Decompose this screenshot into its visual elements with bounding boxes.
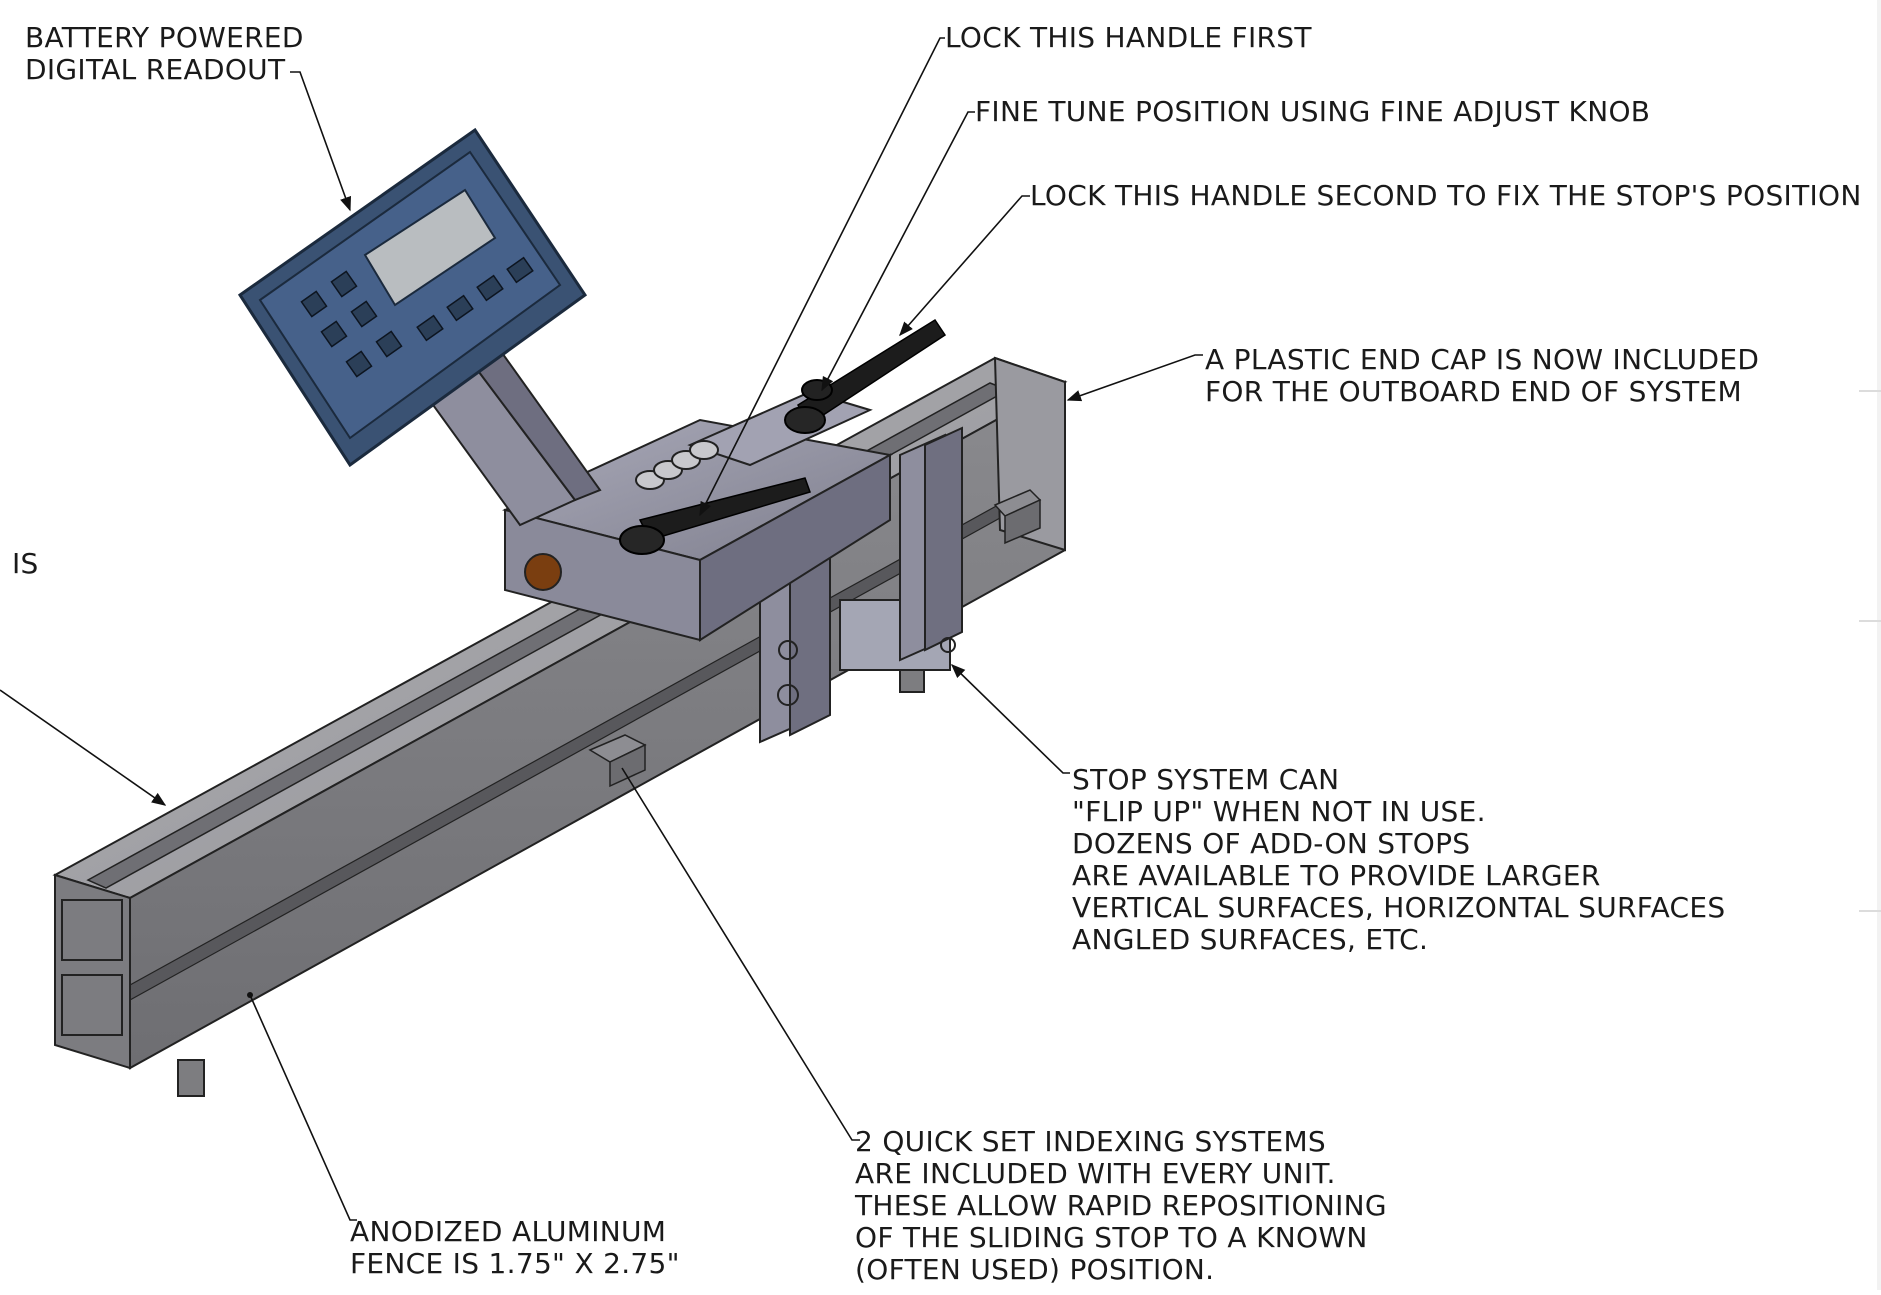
leader-lock-second — [899, 195, 1030, 337]
callout-lock-first: LOCK THIS HANDLE FIRST — [945, 22, 1312, 54]
callout-line: FENCE IS 1.75" X 2.75" — [350, 1247, 680, 1280]
clamp-handles — [619, 318, 947, 555]
callout-line: A PLASTIC END CAP IS NOW INCLUDED — [1205, 343, 1760, 376]
callout-line: ANGLED SURFACES, ETC. — [1072, 923, 1429, 956]
stop-block — [502, 390, 893, 642]
callout-digital-readout: BATTERY POWERED DIGITAL READOUT — [25, 22, 304, 86]
leader-dot-fence — [247, 992, 253, 998]
lcd-display — [363, 188, 497, 307]
callout-line: ARE INCLUDED WITH EVERY UNIT. — [855, 1157, 1336, 1190]
callout-line: 2 QUICK SET INDEXING SYSTEMS — [855, 1125, 1327, 1158]
callout-line: IS — [12, 547, 39, 580]
callout-line: BATTERY POWERED — [25, 21, 304, 54]
callout-line: STOP SYSTEM CAN — [1072, 763, 1340, 796]
sheet-border-right — [1877, 0, 1881, 1290]
leader-end-cap — [1066, 354, 1203, 402]
sheet-tick — [1859, 910, 1881, 912]
callout-line: LOCK THIS HANDLE FIRST — [945, 21, 1312, 54]
sheet-tick — [1859, 620, 1881, 622]
fine-adjust-knob-top — [801, 379, 833, 401]
callout-line: VERTICAL SURFACES, HORIZONTAL SURFACES — [1072, 891, 1726, 924]
callout-left-partial: IS — [12, 548, 39, 580]
callout-line: ARE AVAILABLE TO PROVIDE LARGER — [1072, 859, 1601, 892]
leader-fine-tune — [821, 111, 975, 392]
callout-line: ANODIZED ALUMINUM — [350, 1215, 667, 1248]
callout-line: OF THE SLIDING STOP TO A KNOWN — [855, 1221, 1368, 1254]
callout-line: DIGITAL READOUT — [25, 53, 286, 86]
leader-lines — [0, 37, 1203, 1221]
callout-line: (OFTEN USED) POSITION. — [855, 1253, 1215, 1286]
digital-readout — [237, 127, 588, 468]
callout-lock-second: LOCK THIS HANDLE SECOND TO FIX THE STOP'… — [1030, 180, 1862, 212]
leader-readout — [290, 71, 352, 212]
callout-line: FOR THE OUTBOARD END OF SYSTEM — [1205, 375, 1742, 408]
leader-lock-first — [699, 37, 945, 517]
leader-left — [0, 689, 167, 806]
sheet-tick — [1859, 390, 1881, 392]
callout-line: "FLIP UP" WHEN NOT IN USE. — [1072, 795, 1486, 828]
callout-flip-up: STOP SYSTEM CAN "FLIP UP" WHEN NOT IN US… — [1072, 764, 1725, 956]
leader-fence — [249, 994, 357, 1221]
leader-indexing — [621, 767, 860, 1141]
fine-adjust-knob — [524, 553, 562, 591]
callout-fine-tune: FINE TUNE POSITION USING FINE ADJUST KNO… — [975, 96, 1650, 128]
callout-line: DOZENS OF ADD-ON STOPS — [1072, 827, 1471, 860]
callout-line: THESE ALLOW RAPID REPOSITIONING — [855, 1189, 1387, 1222]
leader-flip-up — [950, 663, 1070, 774]
callout-fence: ANODIZED ALUMINUM FENCE IS 1.75" X 2.75" — [350, 1216, 680, 1280]
callout-end-cap: A PLASTIC END CAP IS NOW INCLUDED FOR TH… — [1205, 344, 1759, 408]
callout-line: FINE TUNE POSITION USING FINE ADJUST KNO… — [975, 95, 1651, 128]
callout-indexing: 2 QUICK SET INDEXING SYSTEMS ARE INCLUDE… — [855, 1126, 1387, 1286]
callout-line: LOCK THIS HANDLE SECOND TO FIX THE STOP'… — [1030, 179, 1862, 212]
